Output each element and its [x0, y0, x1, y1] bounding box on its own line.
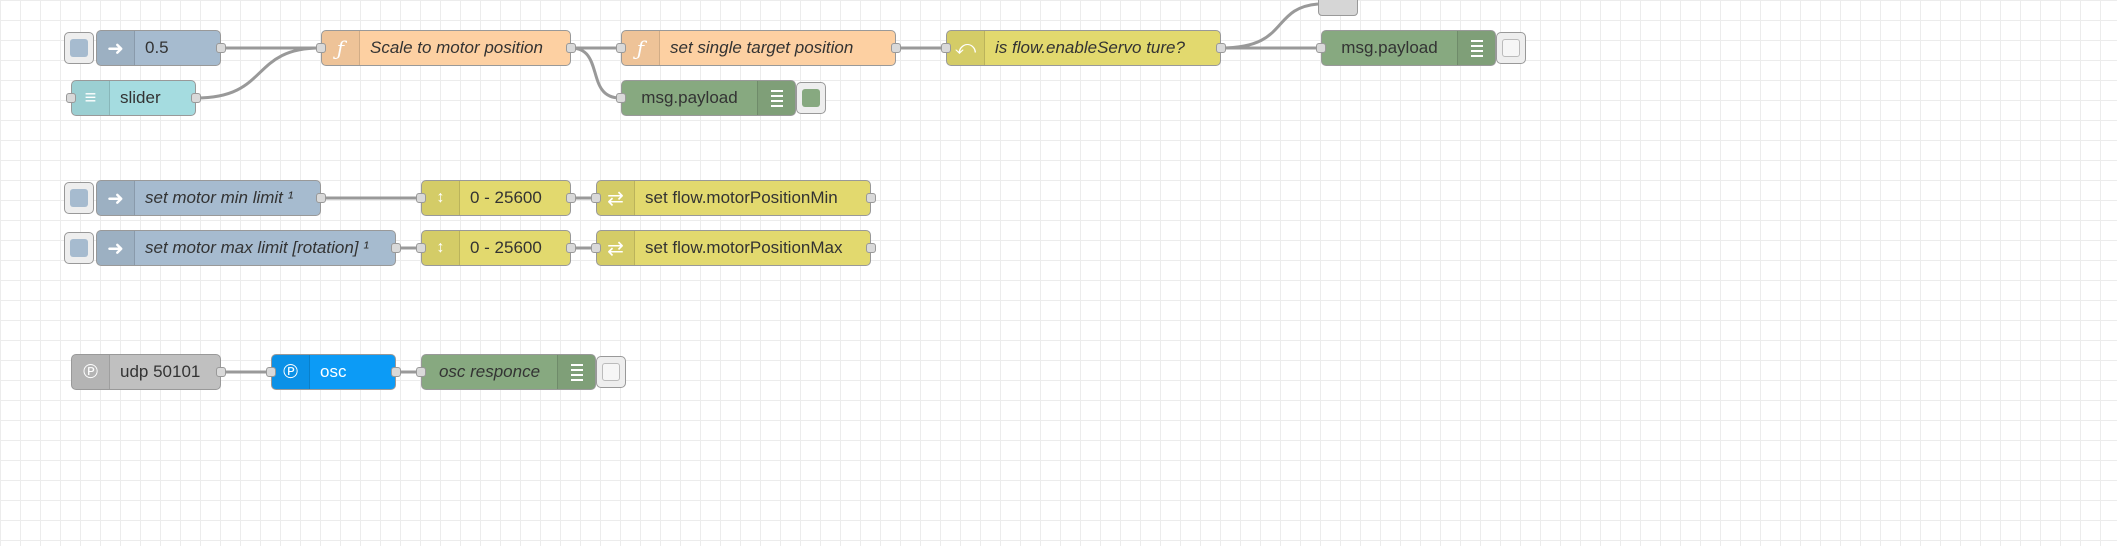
node-label: Scale to motor position: [370, 38, 543, 57]
node-label: 0 - 25600: [470, 238, 542, 257]
input-port[interactable]: [616, 93, 626, 103]
inject-button[interactable]: [64, 32, 94, 64]
output-port[interactable]: [866, 243, 876, 253]
inject-node-max-limit[interactable]: ➜ set motor max limit [rotation] ¹: [96, 230, 401, 266]
switch-icon: ⤺: [947, 31, 985, 65]
inject-node-min-limit[interactable]: ➜ set motor min limit ¹: [96, 180, 326, 216]
debug-node-scale[interactable]: msg.payload: [616, 80, 796, 116]
output-port[interactable]: [566, 43, 576, 53]
node-label: 0 - 25600: [470, 188, 542, 207]
udp-in-node[interactable]: ℗ udp 50101: [71, 354, 226, 390]
input-port[interactable]: [316, 43, 326, 53]
debug-node-osc[interactable]: osc responce: [416, 354, 596, 390]
debug-list-icon: [1457, 31, 1495, 65]
function-icon: ƒ: [322, 31, 360, 65]
inject-button[interactable]: [64, 182, 94, 214]
output-port[interactable]: [391, 243, 401, 253]
debug-toggle-button[interactable]: [796, 82, 826, 114]
debug-toggle-button[interactable]: [1496, 32, 1526, 64]
partial-node-offscreen[interactable]: [1318, 0, 1358, 16]
arrow-right-icon: ➜: [97, 231, 135, 265]
input-port[interactable]: [616, 43, 626, 53]
range-icon: ↕: [422, 181, 460, 215]
sliders-icon: ≡: [72, 81, 110, 115]
input-port[interactable]: [591, 193, 601, 203]
shuffle-icon: ⇄: [597, 231, 635, 265]
function-node-scale[interactable]: ƒ Scale to motor position: [316, 30, 576, 66]
wire[interactable]: [570, 46, 621, 100]
node-label: udp 50101: [120, 362, 201, 381]
output-port[interactable]: [316, 193, 326, 203]
osc-node[interactable]: ℗ osc: [266, 354, 401, 390]
debug-node-main[interactable]: msg.payload: [1316, 30, 1496, 66]
shuffle-icon: ⇄: [597, 181, 635, 215]
wire[interactable]: [1220, 2, 1319, 50]
input-port[interactable]: [1316, 43, 1326, 53]
slider-node[interactable]: ≡ slider: [66, 80, 201, 116]
output-port[interactable]: [1216, 43, 1226, 53]
input-port[interactable]: [266, 367, 276, 377]
range-node-max[interactable]: ↕ 0 - 25600: [416, 230, 576, 266]
node-label: osc: [320, 362, 347, 381]
input-port[interactable]: [66, 93, 76, 103]
input-port[interactable]: [941, 43, 951, 53]
input-port[interactable]: [416, 243, 426, 253]
input-port[interactable]: [591, 243, 601, 253]
range-node-min[interactable]: ↕ 0 - 25600: [416, 180, 576, 216]
inject-button[interactable]: [64, 232, 94, 264]
change-node-min[interactable]: ⇄ set flow.motorPositionMin: [591, 180, 876, 216]
input-port[interactable]: [416, 193, 426, 203]
output-port[interactable]: [191, 93, 201, 103]
arrow-right-icon: ➜: [97, 31, 135, 65]
output-port[interactable]: [566, 243, 576, 253]
change-node-max[interactable]: ⇄ set flow.motorPositionMax: [591, 230, 876, 266]
node-label: 0.5: [145, 38, 169, 57]
node-label: set single target position: [670, 38, 854, 57]
node-label: is flow.enableServo ture?: [995, 38, 1185, 57]
node-label: osc responce: [438, 362, 541, 381]
range-icon: ↕: [422, 231, 460, 265]
input-port[interactable]: [416, 367, 426, 377]
output-port[interactable]: [566, 193, 576, 203]
function-node-set-target[interactable]: ƒ set single target position: [616, 30, 901, 66]
output-port[interactable]: [866, 193, 876, 203]
output-port[interactable]: [216, 367, 226, 377]
node-label: set motor min limit ¹: [145, 188, 294, 207]
output-port[interactable]: [891, 43, 901, 53]
node-label: set motor max limit [rotation] ¹: [145, 238, 369, 257]
debug-list-icon: [557, 355, 595, 389]
function-icon: ƒ: [622, 31, 660, 65]
wireless-icon: ℗: [72, 355, 110, 389]
node-label: slider: [120, 88, 161, 107]
node-label: set flow.motorPositionMax: [645, 238, 843, 257]
node-label: msg.payload: [641, 88, 738, 107]
arrow-right-icon: ➜: [97, 181, 135, 215]
debug-list-icon: [757, 81, 795, 115]
node-label: set flow.motorPositionMin: [645, 188, 838, 207]
inject-node-value[interactable]: ➜ 0.5: [96, 30, 226, 66]
node-label: msg.payload: [1341, 38, 1438, 57]
wire[interactable]: [195, 46, 321, 100]
debug-toggle-button[interactable]: [596, 356, 626, 388]
switch-node-enable-servo[interactable]: ⤺ is flow.enableServo ture?: [941, 30, 1226, 66]
wireless-icon: ℗: [272, 355, 310, 389]
output-port[interactable]: [216, 43, 226, 53]
output-port[interactable]: [391, 367, 401, 377]
